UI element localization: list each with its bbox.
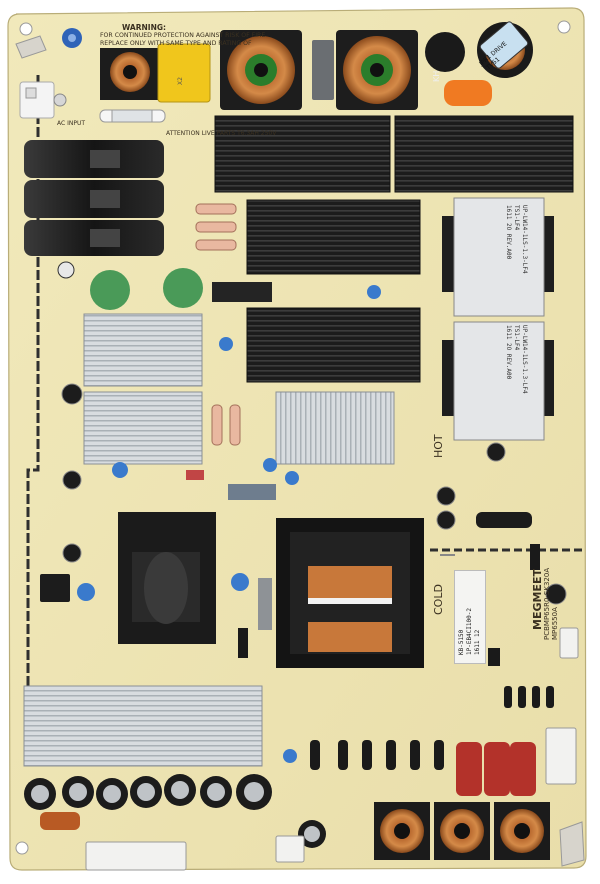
standby-transformer (118, 512, 216, 644)
output-chokes (374, 802, 550, 860)
black-heatsinks (214, 115, 574, 383)
connectors (40, 574, 579, 871)
input-filter (99, 43, 211, 123)
sticker-line-2: 1P-EB4CI100-2 (466, 608, 473, 655)
misc-parts (40, 470, 540, 830)
sticker-line-3: 1611 12 (474, 629, 481, 655)
hot-zone-label: HOT (432, 434, 445, 458)
model-label-2: MP6550A (551, 607, 559, 640)
upper-transformer-line-1: UP-LW14-1LS-1.3-LF4 (521, 205, 528, 274)
common-mode-chokes (220, 30, 418, 110)
output-capacitors (24, 774, 326, 848)
brand-label: MEGMEET (531, 569, 544, 630)
upper-transformer-line-3: 1611 2O REV.A00 (505, 205, 512, 260)
serial-sticker (454, 570, 486, 664)
cold-zone-label: COLD (432, 584, 445, 615)
diodes (310, 686, 554, 770)
mounting-holes (15, 20, 585, 867)
lower-transformer-line-1: UP-LW14-1LS-1.3-LF4 (521, 325, 528, 394)
silver-heatsinks (23, 313, 395, 767)
bridge-rectifier (212, 282, 272, 302)
warning-line-1: FOR CONTINUED PROTECTION AGAINST RISK OF… (100, 32, 266, 39)
model-label-1: PCBMP65R0-SK320A (543, 567, 551, 640)
main-transformer (258, 518, 424, 668)
resistors (195, 203, 241, 446)
small-electrolytics (61, 383, 567, 605)
upper-transformer-line-2: TS1-LF4 (513, 205, 520, 231)
film-capacitors (456, 742, 536, 796)
warning-title: WARNING: (122, 23, 167, 32)
warning-line-2: REPLACE ONLY WITH SAME TYPE AND RATING O… (100, 40, 252, 47)
x-capacitor-label: X2 (177, 77, 184, 85)
ac-input-label: AC INPUT (57, 120, 86, 127)
varistors (57, 261, 203, 310)
blue-capacitors (77, 285, 381, 763)
output-transformers (442, 197, 554, 441)
ac-input-area (19, 28, 82, 119)
lower-transformer-line-3: 1611 2O REV.A00 (505, 325, 512, 380)
sticker-line-1: KB-5150 (458, 629, 465, 655)
lower-transformer-line-2: TS1-LF4 (513, 325, 520, 351)
attention-label: ATTENTION LIVE PARTS T6.3AH 250V (166, 130, 277, 137)
inrush-components (425, 21, 533, 106)
thermistor-label: KH (432, 70, 441, 82)
bulk-capacitors (24, 140, 164, 256)
